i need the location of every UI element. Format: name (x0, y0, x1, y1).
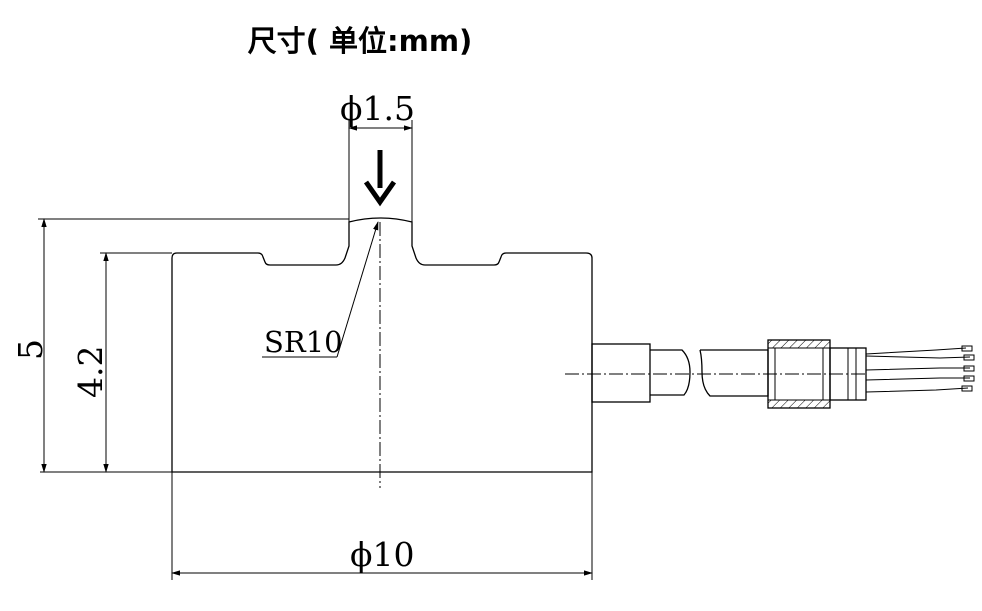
total-height-label: 5 (11, 339, 50, 360)
sensing-diameter-dimension: ϕ1.5 (340, 89, 415, 222)
drawing-title: 尺寸( 单位:mm) (247, 24, 473, 58)
total-height-dimension: 5 (11, 218, 349, 473)
load-arrow-icon (363, 150, 397, 207)
sphere-radius-label: SR10 (264, 325, 343, 359)
sensing-diameter-label: ϕ1.5 (340, 89, 415, 128)
cable-assembly (565, 339, 975, 409)
body-diameter-label: ϕ10 (350, 535, 415, 574)
body-height-label: 4.2 (71, 346, 110, 398)
body-height-dimension: 4.2 (71, 252, 172, 473)
sphere-radius-leader: SR10 (262, 221, 379, 359)
body-diameter-dimension: ϕ10 (171, 472, 593, 580)
